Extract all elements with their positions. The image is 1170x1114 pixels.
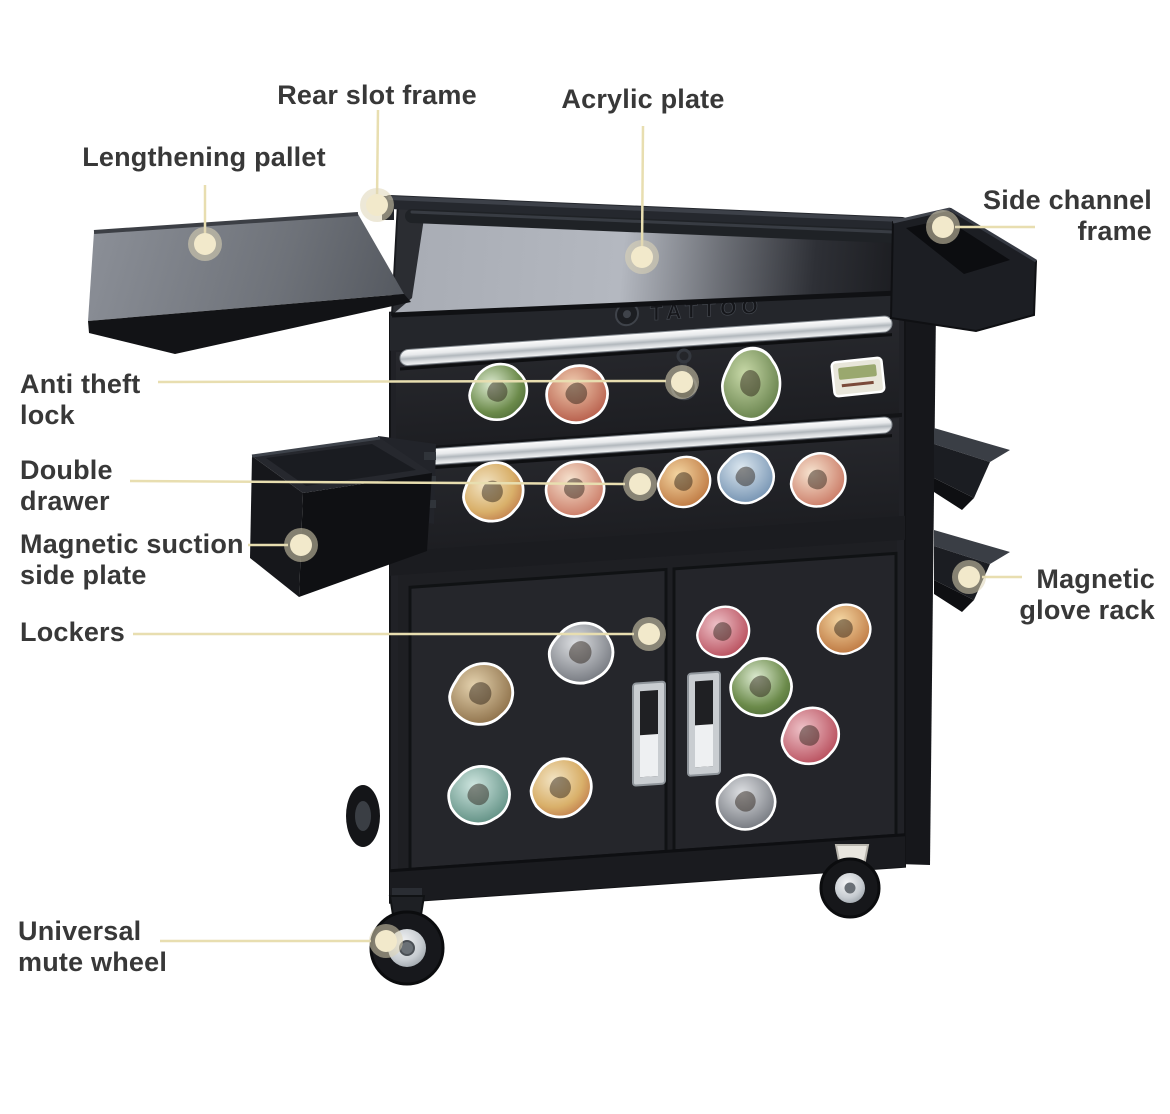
callout-dot-acrylic-plate — [625, 240, 659, 274]
lengthening-pallet — [88, 212, 411, 354]
callout-line-double-drawer — [129, 479, 626, 486]
callout-lines — [129, 109, 1035, 943]
callout-dot-magnetic-suction-side-plate — [284, 528, 318, 562]
double-drawer-1 — [396, 315, 899, 450]
callout-line-rear-slot-frame — [375, 109, 380, 201]
brand-emblem-center — [623, 310, 631, 319]
bottom-skirt — [390, 834, 905, 903]
door-handle-left — [632, 680, 666, 787]
magnetic-glove-rack-1 — [934, 428, 1010, 510]
label-rear-slot-frame: Rear slot frame — [277, 80, 477, 110]
callout-dot-rear-slot-frame — [360, 188, 394, 222]
label-magnetic-glove-rack: Magnetic glove rack — [1019, 564, 1155, 625]
label-anti-theft-lock: Anti theft lock — [20, 369, 141, 430]
label-lengthening-pallet: Lengthening pallet — [82, 142, 326, 172]
door-handle-right — [687, 670, 721, 777]
callout-dot-anti-theft-lock — [665, 365, 699, 399]
cart-body: TATTOO — [389, 275, 906, 904]
callout-dot-lengthening-pallet — [188, 227, 222, 261]
tattoo-sticker-patch — [830, 356, 886, 398]
tattoo-stickers — [444, 344, 886, 836]
label-magnetic-suction-side-plate: Magnetic suction side plate — [20, 529, 244, 590]
locker-door-left — [408, 567, 668, 871]
callout-dot-lockers — [632, 617, 666, 651]
label-acrylic-plate: Acrylic plate — [561, 84, 725, 114]
caster-wheel-right — [819, 844, 881, 919]
callout-line-anti-theft-lock — [157, 379, 667, 384]
label-double-drawer: Double drawer — [20, 455, 113, 516]
callout-dot-magnetic-glove-rack — [952, 560, 986, 594]
drawer-1-chrome-rail — [399, 315, 893, 366]
label-universal-mute-wheel: Universal mute wheel — [18, 916, 168, 977]
caster-wheel-rear-left — [346, 785, 380, 847]
label-side-channel-frame: Side channel frame — [983, 185, 1152, 246]
magnetic-suction-side-plate — [250, 436, 436, 597]
callout-dot-double-drawer — [623, 467, 657, 501]
callout-line-acrylic-plate — [640, 125, 645, 251]
label-lockers: Lockers — [20, 617, 125, 647]
callout-dot-universal-mute-wheel — [369, 924, 403, 958]
